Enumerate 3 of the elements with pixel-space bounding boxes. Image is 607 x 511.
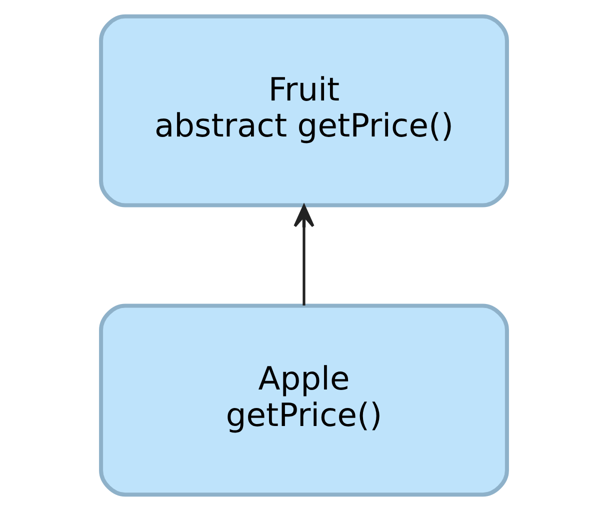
node-box: Fruit abstract getPrice() <box>98 14 508 208</box>
node-box: Apple getPrice() <box>98 304 508 497</box>
arrow <box>293 204 314 306</box>
